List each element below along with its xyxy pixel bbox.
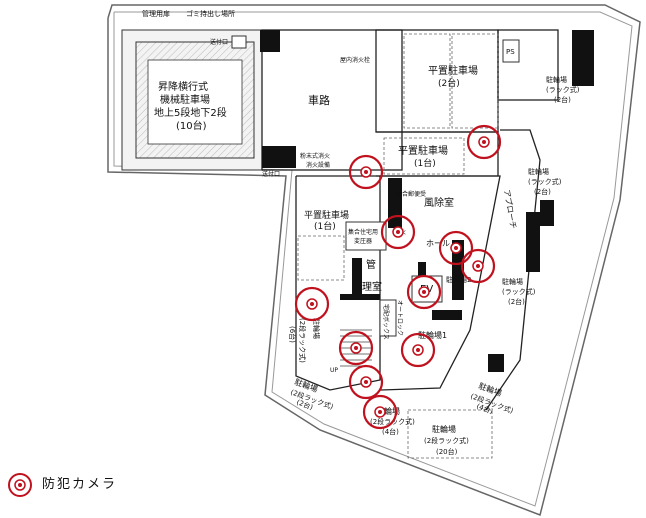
label-takuhai: 宅配ボックス — [382, 304, 390, 340]
label-henatsuki: 変圧器 — [354, 237, 372, 245]
label-gomi: ゴミ持出し場所 — [186, 9, 235, 18]
label-up: UP — [330, 367, 338, 374]
security-camera-icon — [460, 248, 496, 284]
label-sofu: 送付口 — [210, 38, 228, 46]
security-camera-icon — [406, 274, 442, 310]
label-kanri-yoko: 管理用扉 — [142, 9, 170, 18]
security-cameras — [294, 124, 502, 430]
label-auto-lock: オートロック — [396, 300, 403, 336]
label-shakoro: 車路 — [308, 93, 330, 107]
label-churin-b3-c: (20台) — [436, 447, 458, 456]
label-churin-r3-c: (2台) — [508, 297, 525, 306]
label-churin-r1-a: 駐輪場 — [546, 75, 567, 84]
label-kikai-3: 地上5段地下2段 — [154, 106, 227, 119]
security-camera-icon — [8, 473, 32, 497]
security-camera-icon — [348, 154, 384, 190]
security-camera-icon — [294, 286, 330, 322]
security-camera-icon — [400, 332, 436, 368]
label-churin-b3-b: (2段ラック式) — [424, 436, 469, 445]
label-churin-l-b: (2段ラック式) — [298, 318, 307, 363]
label-okunai: 屋内消火栓 — [340, 56, 370, 64]
label-churin-r2-b: (ラック式) — [528, 177, 562, 186]
label-churin-b2-a: 駐輪場 — [376, 406, 400, 416]
label-fujoshitsu: 風除室 — [424, 196, 454, 209]
label-churin-r2-c: (2台) — [534, 187, 551, 196]
legend-label: 防犯カメラ — [42, 477, 118, 492]
label-churin-r1-c: (2台) — [554, 95, 571, 104]
label-funmatsu-b: 消火設備 — [306, 161, 330, 169]
label-churin-l-c: (6台) — [288, 326, 297, 343]
security-camera-icon — [466, 124, 502, 160]
security-camera-icon — [438, 230, 474, 266]
label-kikai-1: 昇降横行式 — [158, 80, 208, 93]
label-heichi-3-a: 平置駐車場 — [304, 209, 349, 221]
security-camera-icon — [348, 364, 384, 400]
label-churin-b2-c: (4台) — [382, 427, 399, 436]
label-sofu-2: 送付口 — [262, 170, 280, 178]
label-shugo-jutaku: 集合住宅用 — [348, 228, 378, 236]
label-heichi-1-b: (2台) — [438, 77, 460, 89]
label-churin-2: 駐輪場2 — [446, 275, 471, 284]
label-churin-b3-a: 駐輪場 — [432, 424, 456, 434]
label-kanrishitsu-a: 管 — [366, 258, 376, 271]
label-churin-r3-a: 駐輪場 — [502, 277, 523, 286]
label-hall: ホール — [426, 239, 450, 248]
label-churin-r1-b: (ラック式) — [546, 85, 580, 94]
label-kikai-4: (10台) — [176, 119, 207, 132]
label-ps: PS — [506, 48, 515, 56]
label-funmatsu-a: 粉末式消火 — [300, 152, 330, 160]
label-churin-1: 駐輪場1 — [418, 330, 447, 340]
label-churin-r2-a: 駐輪場 — [528, 167, 549, 176]
security-camera-icon — [380, 214, 416, 250]
label-heichi-1-a: 平置駐車場 — [428, 64, 478, 77]
label-churin-r3-b: (ラック式) — [502, 287, 536, 296]
plan-labels: 管理用扉 ゴミ持出し場所 送付口 PS 昇降横行式 機械駐車場 地上5段地下2段… — [142, 9, 580, 456]
label-approach: アプローチ — [502, 189, 518, 230]
machine-parking-area — [121, 29, 263, 171]
label-kanrishitsu-b: 理室 — [362, 280, 382, 293]
label-kikai-2: 機械駐車場 — [160, 93, 210, 106]
label-heichi-2-b: (1台) — [414, 157, 436, 169]
label-heichi-2-a: 平置駐車場 — [398, 144, 448, 157]
label-churin-l-a: 駐輪場 — [312, 318, 321, 339]
structural-columns — [260, 30, 594, 372]
security-camera-icon — [338, 330, 374, 366]
label-shugo-post: 集合郵便受 — [396, 190, 426, 198]
label-heichi-3-b: (1台) — [314, 220, 336, 232]
security-camera-icon — [362, 394, 398, 430]
